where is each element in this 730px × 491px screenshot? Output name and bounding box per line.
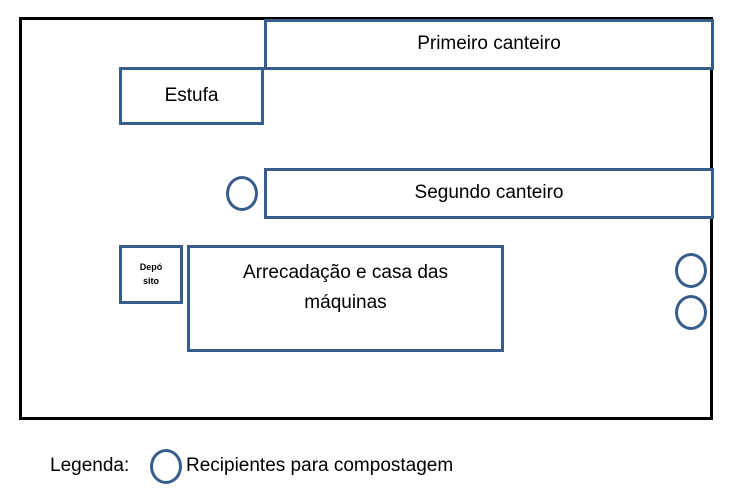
deposito-area: Depó sito (119, 245, 183, 304)
segundo-canteiro-area: Segundo canteiro (264, 168, 714, 219)
deposito-label: Depó sito (139, 262, 163, 286)
compost-bin-icon (226, 176, 258, 211)
compost-bin-icon (150, 449, 182, 484)
arrecadacao-label: Arrecadação e casa das máquinas (243, 262, 448, 314)
estufa-area: Estufa (119, 67, 264, 125)
legend-compost-bins-label: Recipientes para compostagem (186, 455, 454, 476)
compost-bin-icon (675, 253, 707, 288)
primeiro-canteiro-label: Primeiro canteiro (417, 33, 561, 55)
primeiro-canteiro-area: Primeiro canteiro (264, 19, 714, 70)
estufa-label: Estufa (164, 84, 219, 106)
compost-bin-icon (675, 295, 707, 330)
arrecadacao-area: Arrecadação e casa das máquinas (187, 245, 504, 352)
legend-title: Legenda: (50, 455, 130, 476)
segundo-canteiro-label: Segundo canteiro (414, 182, 564, 204)
